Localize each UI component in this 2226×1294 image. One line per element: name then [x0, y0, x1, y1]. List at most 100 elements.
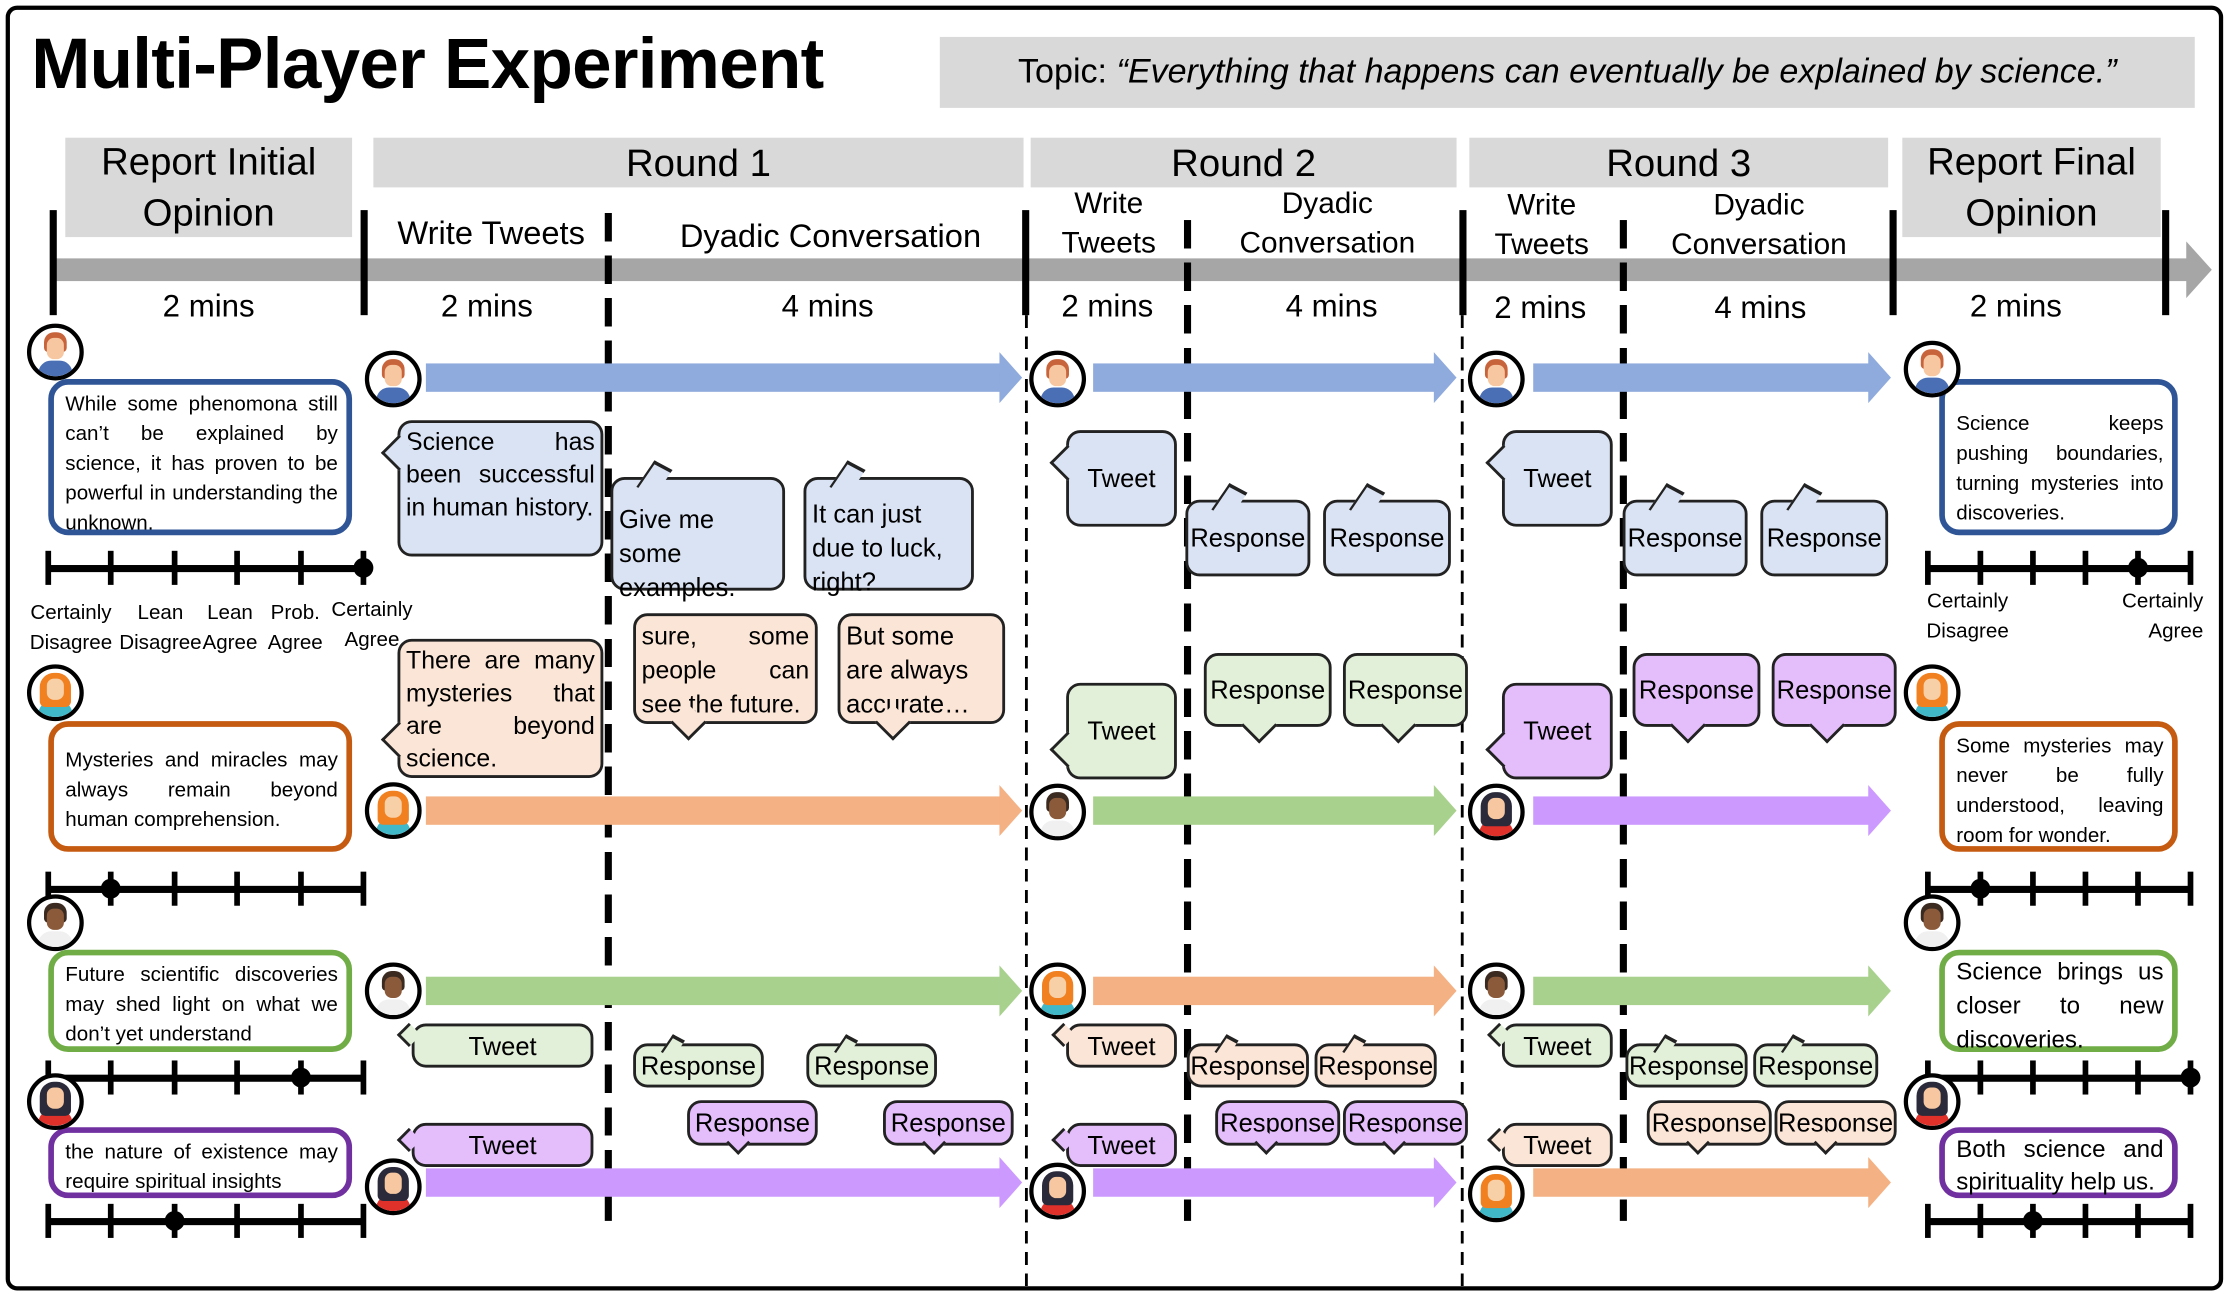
scale-tick [360, 1060, 367, 1095]
timeline-tick [1022, 210, 1030, 316]
avatar-body [376, 999, 411, 1016]
arrow-head [1868, 785, 1891, 837]
arrow-head [999, 1157, 1023, 1209]
final-opinion-2: Some mysteries may never be fully unders… [1939, 721, 2178, 852]
response-bubble: sure, some people can see the future. [633, 613, 818, 741]
scale-line [48, 1218, 364, 1226]
scale-tick [360, 1203, 367, 1238]
response-bubble: Response [1342, 1100, 1468, 1155]
arrow-shaft [425, 976, 1003, 1006]
avatar [26, 323, 84, 381]
timeline-arrow-green [425, 965, 1023, 1017]
avatar [1903, 1073, 1961, 1131]
opinion-scale [45, 548, 374, 591]
bubble-text: Response [1347, 1108, 1463, 1138]
round-divider [1460, 315, 1464, 1287]
avatar [1903, 664, 1961, 722]
response-bubble: Response [1323, 483, 1451, 577]
phase-final: Report Final Opinion [1902, 137, 2161, 238]
arrow-head [1433, 1157, 1457, 1209]
scale-tick [234, 1203, 241, 1238]
bubble-text: But some are always accurate… [846, 621, 970, 719]
response-bubble: Response [1774, 1100, 1897, 1155]
final-opinion-1: Science keeps pushing boundaries, turnin… [1939, 379, 2178, 536]
response-bubble: Give me some examples. [610, 460, 786, 602]
scale-tick [171, 1060, 178, 1095]
sub-dyadic-a: Dyadic [1713, 188, 1805, 222]
timeline-arrow-orange [1093, 965, 1457, 1017]
bubble-text: Tweet [1087, 1031, 1156, 1060]
opinion-scale [1925, 548, 2194, 591]
timeline-tick [1459, 210, 1467, 316]
scale-tick [234, 1060, 241, 1095]
scale-tick [297, 550, 304, 585]
scale-tick [171, 871, 178, 906]
timeline-arrow-green [1533, 965, 1891, 1017]
scale-tick [234, 550, 241, 585]
avatar [1903, 894, 1961, 952]
initial-opinion-4: the nature of existence may require spir… [48, 1127, 353, 1199]
scale-tick [1977, 550, 1984, 585]
response-bubble: Response [687, 1100, 818, 1155]
scale-tick [297, 1203, 304, 1238]
scale-label: Certainly Agree [331, 599, 413, 652]
scale-tick [108, 1203, 115, 1238]
response-bubble: Response [1646, 1100, 1772, 1155]
sub-write: Write [1074, 187, 1144, 221]
timeline-tick [49, 210, 57, 316]
scale-label: Lean Agree [202, 601, 258, 655]
opinion-scale [1925, 1058, 2201, 1101]
scale-tick [360, 871, 367, 906]
timeline-tick [1889, 210, 1897, 316]
avatar-face [46, 1087, 64, 1109]
scale-marker [2180, 1067, 2201, 1088]
arrow-shaft [1533, 796, 1872, 825]
avatar [364, 962, 422, 1020]
timeline-tick [2162, 210, 2170, 316]
response-bubble: Response [1771, 653, 1897, 744]
opinion-scale [45, 869, 367, 912]
timeline-arrow-blue [425, 352, 1023, 404]
sub-write-tweets: Write Tweets [397, 214, 585, 252]
avatar [26, 894, 84, 952]
response-bubble: Response [1185, 483, 1311, 577]
arrow-head [1433, 785, 1457, 837]
response-bubble: Response [633, 1034, 764, 1088]
bubble-text: Response [1758, 1051, 1874, 1080]
arrow-shaft [1533, 976, 1872, 1006]
timeline-arrowhead [2186, 241, 2212, 299]
arrow-shaft [1093, 363, 1437, 392]
sub-dyadic: Dyadic Conversation [679, 217, 982, 255]
phase-divider [604, 212, 612, 1221]
avatar [1467, 350, 1525, 408]
scale-marker [1970, 878, 1991, 899]
avatar [1029, 1162, 1087, 1220]
arrow-shaft [425, 796, 1003, 825]
arrow-shaft [425, 1168, 1003, 1197]
scale-tick [2135, 1203, 2141, 1238]
scale-tick [234, 871, 241, 906]
sub-dyadic-a: Dyadic [1281, 187, 1373, 221]
bubble-text: Tweet [1523, 1130, 1592, 1160]
arrow-head [1868, 352, 1891, 404]
response-bubble: But some are always accurate… [837, 613, 1006, 741]
avatar [364, 350, 422, 408]
bubble-text: Response [1347, 675, 1463, 705]
scale-label: Certainly Disagree [1926, 590, 2009, 644]
bubble-text: Tweet [1523, 716, 1592, 746]
bubble-text: Tweet [468, 1130, 537, 1160]
response-bubble: Response [1203, 653, 1332, 744]
arrow-head [999, 965, 1023, 1017]
avatar-face [1923, 908, 1941, 930]
final-opinion-4: Both science and spirituality help us. [1939, 1127, 2178, 1199]
avatar-face [1487, 976, 1505, 999]
bubble-text: Tweet [1523, 464, 1592, 493]
scale-tick [2082, 871, 2089, 906]
avatar [364, 782, 422, 840]
duration: 2 mins [1061, 288, 1154, 324]
bubble-text: There are many mysteries that are beyond… [406, 645, 595, 773]
bubble-text: Response [814, 1051, 930, 1080]
timeline-arrow-purple [425, 1157, 1023, 1209]
avatar-face [384, 976, 402, 999]
